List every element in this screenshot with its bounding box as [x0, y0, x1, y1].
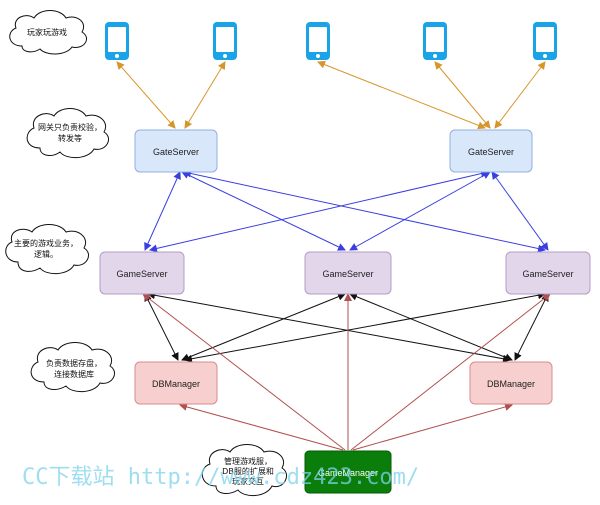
cloud-manager: 管理游戏服， DB服的扩展和 玩家交互 [201, 444, 287, 496]
annotation-gateway-line2: 转发等 [58, 133, 82, 143]
phone-icon [213, 22, 237, 60]
node-gate-right[interactable]: GateServer [449, 129, 533, 173]
edge-gameC-dbR [349, 292, 513, 362]
edges-manager [142, 293, 551, 451]
cloud-db: 负责数据存盘， 连接数据库 [30, 342, 115, 393]
annotation-db-line1: 负责数据存盘， [46, 358, 102, 368]
annotation-manager-line1: 管理游戏服， [224, 456, 272, 466]
phone-icon [533, 22, 557, 60]
node-label: DBManager [152, 379, 200, 389]
cloud-shape [30, 342, 115, 393]
annotation-game-line1: 主要的游戏业务， [14, 238, 78, 248]
phone-icon [306, 22, 330, 60]
cloud-shape [26, 108, 109, 159]
edge-manager-gameR [350, 293, 551, 451]
phones [105, 22, 557, 60]
node-game-center[interactable]: GameServer [304, 251, 392, 295]
edges-phone-gate [116, 60, 546, 130]
cloud-players: 玩家玩游戏 [9, 10, 87, 55]
edge-manager-dbR [352, 403, 513, 451]
cloud-shape [9, 10, 87, 55]
edge-gateR-gameC [349, 171, 491, 251]
node-label: GameServer [322, 269, 373, 279]
edge-manager-dbL [179, 403, 344, 451]
edge-gameL-dbL [144, 293, 179, 361]
node-game-right[interactable]: GameServer [505, 251, 591, 295]
edge-gameR-dbR [514, 293, 549, 361]
edges-game-db [144, 291, 549, 363]
cloud-game-logic: 主要的游戏业务， 逻辑。 [5, 224, 89, 275]
annotation-db-line2: 连接数据库 [54, 369, 94, 379]
edge-gateR-gameR [491, 171, 549, 251]
node-db-right[interactable]: DBManager [469, 361, 553, 405]
edge-manager-gameL [142, 293, 346, 451]
annotation-manager-line2: DB服的扩展和 [222, 466, 274, 476]
node-label: DBManager [487, 379, 535, 389]
node-game-manager[interactable]: GameManager [304, 450, 392, 494]
edge-gateL-gameL [144, 171, 181, 251]
edge-phone4-gate-right [434, 61, 491, 129]
edge-gateR-gameL [149, 169, 489, 253]
node-gate-left[interactable]: GateServer [134, 129, 218, 173]
annotation-manager-line3: 玩家交互 [232, 476, 264, 486]
phone-icon [105, 22, 129, 60]
node-label: GateServer [468, 147, 514, 157]
node-label: GameServer [522, 269, 573, 279]
edge-phone2-gate-left [184, 61, 226, 129]
annotation-game-line2: 逻辑。 [34, 249, 58, 259]
cloud-shape [5, 224, 89, 275]
edge-gameC-dbL [181, 292, 346, 362]
cloud-shape [201, 444, 287, 496]
edges-gate-game [144, 169, 549, 253]
node-db-left[interactable]: DBManager [134, 361, 218, 405]
phone-icon [423, 22, 447, 60]
annotation-players: 玩家玩游戏 [27, 27, 67, 37]
node-label: GameManager [318, 468, 378, 478]
edge-phone5-gate-right [494, 61, 546, 129]
edge-gameR-dbL [184, 291, 546, 363]
edge-phone3-gate-right [317, 60, 486, 130]
node-label: GameServer [116, 269, 167, 279]
watermark-text: CC下载站 http://www.cdz423.com/ [22, 465, 419, 490]
edge-gameL-dbR [147, 291, 511, 363]
edge-gateL-gameR [183, 169, 546, 253]
annotation-gateway-line1: 网关只负责校验， [38, 122, 102, 132]
cloud-gateway: 网关只负责校验， 转发等 [26, 108, 109, 159]
node-game-left[interactable]: GameServer [99, 251, 185, 295]
edge-phone1-gate-left [116, 61, 176, 129]
node-label: GateServer [153, 147, 199, 157]
